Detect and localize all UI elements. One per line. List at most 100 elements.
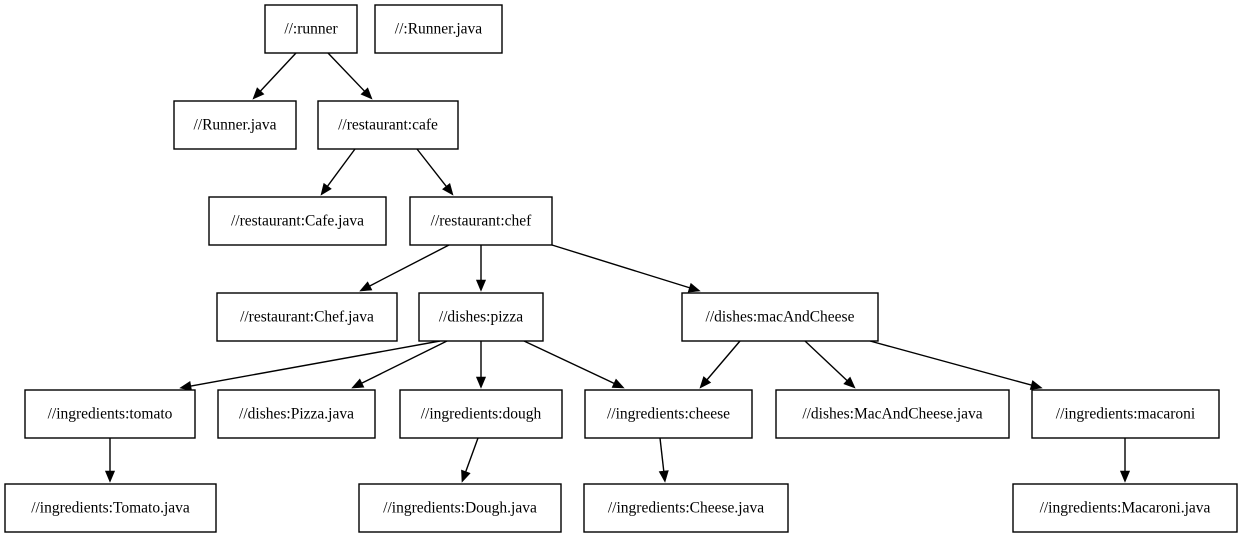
arrowhead-icon (843, 376, 856, 389)
graph-edge (104, 438, 116, 483)
graph-edge (869, 340, 1043, 390)
arrowhead-icon (179, 381, 193, 391)
edge-line (416, 148, 447, 187)
edge-line (869, 340, 1032, 386)
graph-node-runner_java_root[interactable]: //:Runner.java (374, 4, 503, 54)
graph-edge (359, 244, 450, 292)
node-label: //ingredients:Tomato.java (31, 500, 190, 517)
node-label: //dishes:Pizza.java (239, 406, 354, 423)
graph-node-cafe[interactable]: //restaurant:cafe (317, 100, 459, 150)
node-label: //restaurant:Chef.java (240, 309, 374, 326)
node-box[interactable] (681, 292, 879, 342)
graph-node-tomato_java[interactable]: //ingredients:Tomato.java (4, 483, 217, 533)
graph-node-macandcheese_java[interactable]: //dishes:MacAndCheese.java (775, 389, 1010, 439)
graph-node-runner[interactable]: //:runner (264, 4, 358, 54)
graph-node-cheese_java[interactable]: //ingredients:Cheese.java (583, 483, 789, 533)
node-box[interactable] (374, 4, 503, 54)
edge-line (706, 340, 741, 381)
edge-line (260, 52, 297, 92)
node-box[interactable] (173, 100, 297, 150)
nodes-layer: //:runner //:Runner.java //Runner.java //re… (4, 4, 1238, 533)
graph-edge (416, 148, 454, 196)
graph-edge (551, 244, 701, 293)
graph-node-dough[interactable]: //ingredients:dough (399, 389, 563, 439)
graph-node-cafe_java[interactable]: //restaurant:Cafe.java (208, 196, 387, 246)
node-box[interactable] (264, 4, 358, 54)
node-label: //restaurant:chef (431, 213, 533, 230)
node-label: //:runner (284, 21, 338, 38)
graph-node-pizza_java[interactable]: //dishes:Pizza.java (217, 389, 376, 439)
node-label: //dishes:MacAndCheese.java (802, 406, 982, 423)
node-label: //dishes:macAndCheese (706, 309, 855, 326)
node-label: //ingredients:cheese (607, 406, 730, 423)
graph-node-pizza[interactable]: //dishes:pizza (418, 292, 544, 342)
node-box[interactable] (358, 483, 562, 533)
node-box[interactable] (399, 389, 563, 439)
node-label: //Runner.java (193, 117, 276, 134)
edges-layer (104, 52, 1131, 483)
graph-edge (461, 437, 479, 483)
graph-edge (475, 245, 487, 292)
node-box[interactable] (584, 389, 753, 439)
edge-line (326, 148, 356, 187)
edge-line (551, 244, 690, 289)
graph-node-chef_java[interactable]: //restaurant:Chef.java (216, 292, 398, 342)
graph-edge (699, 340, 741, 389)
node-label: //restaurant:cafe (338, 117, 438, 134)
graph-node-chef[interactable]: //restaurant:chef (409, 196, 553, 246)
graph-node-macandcheese[interactable]: //dishes:macAndCheese (681, 292, 879, 342)
graph-edge (320, 148, 356, 196)
arrowhead-icon (687, 282, 701, 293)
graph-edge (327, 52, 373, 100)
arrowhead-icon (475, 376, 487, 389)
edge-line (659, 437, 665, 472)
arrowhead-icon (359, 281, 373, 292)
arrowhead-icon (699, 376, 712, 389)
edge-line (369, 244, 450, 287)
node-label: //ingredients:Cheese.java (608, 500, 764, 517)
graph-node-tomato[interactable]: //ingredients:tomato (24, 389, 196, 439)
node-label: //ingredients:dough (421, 406, 542, 423)
node-label: //dishes:pizza (439, 309, 523, 326)
arrowhead-icon (320, 182, 332, 196)
node-box[interactable] (1031, 389, 1220, 439)
node-box[interactable] (4, 483, 217, 533)
node-box[interactable] (216, 292, 398, 342)
node-box[interactable] (217, 389, 376, 439)
arrowhead-icon (351, 378, 365, 389)
graph-edge (523, 340, 625, 389)
node-label: //ingredients:macaroni (1056, 406, 1196, 423)
node-box[interactable] (208, 196, 387, 246)
graph-edge (804, 340, 856, 389)
graph-edge (179, 340, 441, 391)
node-label: //ingredients:Dough.java (383, 500, 537, 517)
graph-edge (252, 52, 297, 100)
node-box[interactable] (409, 196, 553, 246)
node-label: //ingredients:tomato (48, 406, 173, 423)
node-box[interactable] (775, 389, 1010, 439)
graph-node-macaroni[interactable]: //ingredients:macaroni (1031, 389, 1220, 439)
node-box[interactable] (583, 483, 789, 533)
node-box[interactable] (24, 389, 196, 439)
node-label: //ingredients:Macaroni.java (1040, 500, 1211, 517)
graph-node-cheese[interactable]: //ingredients:cheese (584, 389, 753, 439)
arrowhead-icon (1029, 380, 1043, 390)
node-box[interactable] (1012, 483, 1238, 533)
node-box[interactable] (317, 100, 459, 150)
arrowhead-icon (1119, 470, 1131, 483)
graph-node-dough_java[interactable]: //ingredients:Dough.java (358, 483, 562, 533)
edge-line (465, 437, 479, 472)
node-label: //:Runner.java (395, 21, 483, 38)
graph-node-runner_java[interactable]: //Runner.java (173, 100, 297, 150)
graph-edge (658, 437, 669, 483)
graph-edge (475, 341, 487, 389)
node-label: //restaurant:Cafe.java (231, 213, 364, 230)
node-box[interactable] (418, 292, 544, 342)
edge-line (804, 340, 848, 381)
arrowhead-icon (611, 378, 625, 389)
edge-line (190, 340, 441, 387)
arrowhead-icon (104, 470, 116, 483)
graph-node-macaroni_java[interactable]: //ingredients:Macaroni.java (1012, 483, 1238, 533)
